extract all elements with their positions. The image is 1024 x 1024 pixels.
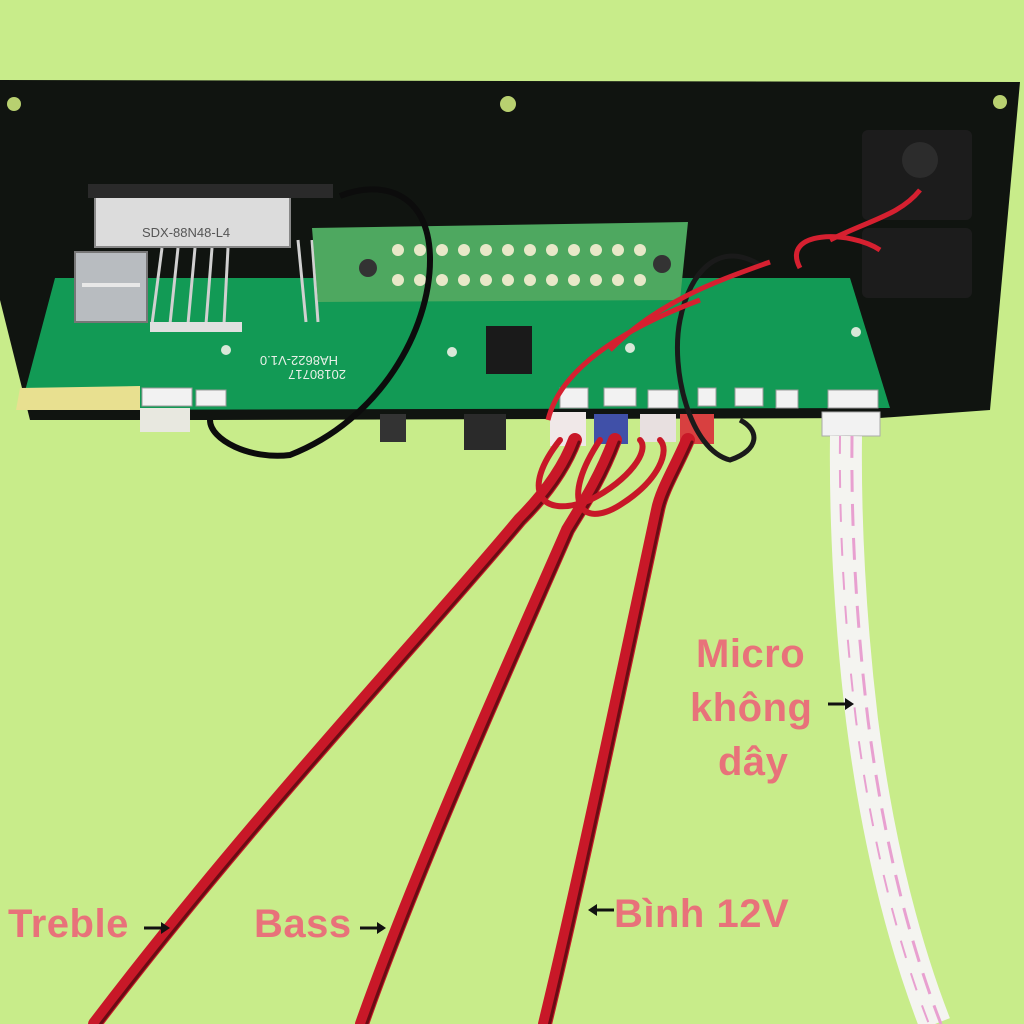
micro-ribbon-cable	[829, 435, 950, 1024]
model-marking: HA8622-V1.0	[260, 353, 338, 368]
battery-cable	[538, 433, 695, 1024]
bass-cable	[355, 433, 622, 1024]
bass-arrow-icon	[360, 922, 386, 934]
micro-label-line3: dây	[718, 740, 789, 784]
led-display	[94, 194, 291, 248]
mounting-hole	[500, 96, 516, 112]
date-marking: 20180717	[288, 367, 346, 382]
micro-arrow-icon	[828, 698, 854, 710]
battery-arrow-icon	[588, 904, 614, 916]
mounting-hole	[7, 97, 21, 111]
micro-label-line2: không	[690, 686, 813, 730]
treble-arrow-icon	[144, 922, 170, 934]
treble-label: Treble	[8, 902, 129, 946]
mounting-hole	[993, 95, 1007, 109]
battery-label: Bình 12V	[614, 892, 790, 936]
pcb-edge-gold	[16, 386, 140, 410]
micro-label-line1: Micro	[696, 632, 806, 676]
display-marking: SDX-88N48-L4	[142, 225, 230, 240]
black-wire	[207, 186, 434, 459]
bass-label: Bass	[254, 902, 352, 946]
audio-jack	[862, 228, 972, 298]
ic-chip	[486, 326, 532, 374]
